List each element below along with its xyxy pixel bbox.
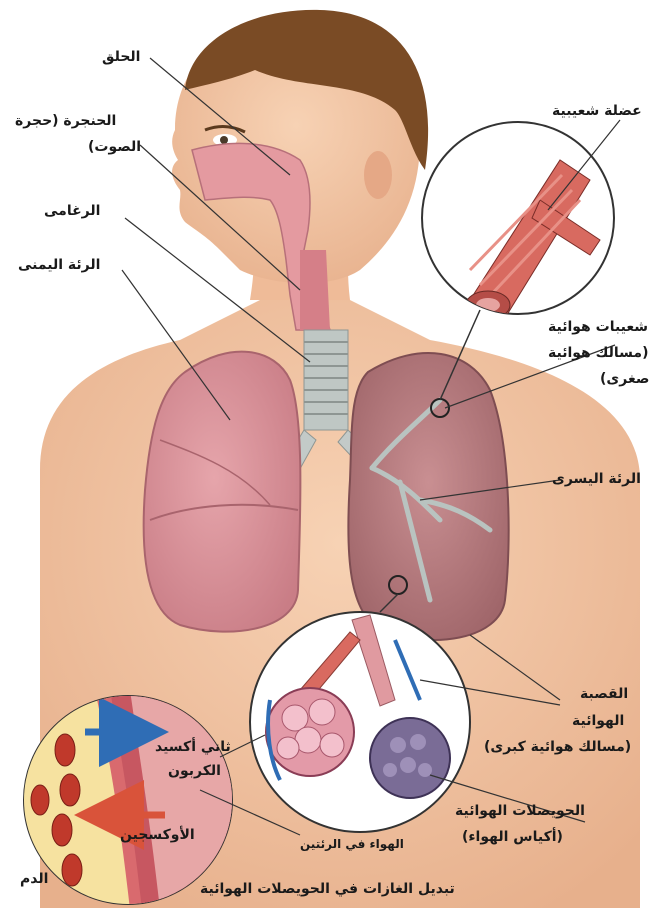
right-lung <box>144 352 301 632</box>
label-bronchioles-line2: (مسالك هوائية <box>548 344 648 363</box>
label-bronchial-muscle: عضلة شعيبية <box>552 102 642 121</box>
left-lung <box>348 353 508 640</box>
caption: تبديل الغازات في الحويصلات الهوائية <box>200 880 455 899</box>
label-alveoli-line1: الحويصلات الهوائية <box>455 802 585 821</box>
label-left-lung: الرئة اليسرى <box>552 470 641 489</box>
label-bronchioles-line3: صغرى) <box>600 370 649 389</box>
label-bronchus-line1: القصبة <box>580 685 628 704</box>
label-larynx-line1: الحنجرة (حجرة <box>15 112 116 131</box>
label-trachea: الرغامى <box>44 202 100 221</box>
label-bronchus-line3: (مسالك هوائية كبرى) <box>484 738 631 757</box>
label-bronchioles-line1: شعيبات هوائية <box>548 318 648 337</box>
label-larynx-line2: الصوت) <box>88 138 141 157</box>
label-air-in-lungs: الهواء في الرئتين <box>300 836 404 852</box>
label-co2-line2: الكربون <box>168 762 221 781</box>
label-blood: الدم <box>20 870 48 889</box>
label-oxygen: الأوكسجين <box>120 826 195 845</box>
label-alveoli-line2: (أكياس الهواء) <box>462 828 563 847</box>
label-right-lung: الرئة اليمنى <box>18 256 100 275</box>
label-bronchus-line2: الهوائية <box>572 712 624 731</box>
label-pharynx: الحلق <box>102 48 140 67</box>
label-co2-line1: ثاني أكسيد <box>155 738 231 757</box>
